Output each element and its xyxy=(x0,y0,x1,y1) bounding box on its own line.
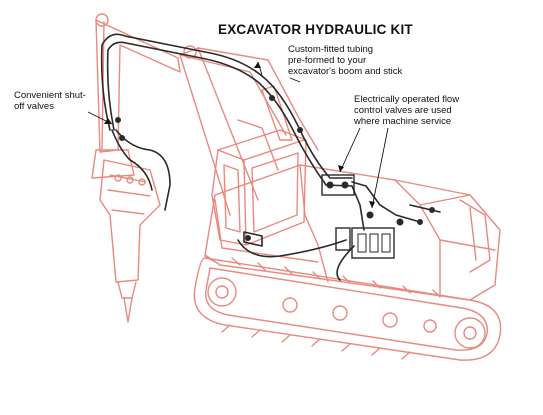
counterweight xyxy=(459,199,491,273)
callout-shutoff: Convenient shut- off valves xyxy=(14,90,86,112)
control-valve-bank xyxy=(115,95,435,259)
callout-valves-line-2: control valves are used xyxy=(354,105,452,116)
callout-arrowheads xyxy=(104,62,375,208)
operator-cab xyxy=(211,129,307,246)
hydraulic-hoses xyxy=(100,33,441,281)
callout-tubing-line-2: pre-formed to your xyxy=(288,55,367,66)
callout-leaders xyxy=(87,61,389,209)
callout-shutoff-line-1: Convenient shut- xyxy=(14,90,86,101)
upper-house xyxy=(204,164,501,301)
callout-tubing-line-1: Custom-fitted tubing xyxy=(288,44,374,55)
tubing-leader-b xyxy=(289,77,301,83)
callout-tubing: Custom-fitted tubing pre-formed to your … xyxy=(288,44,402,77)
valves-leader-a xyxy=(339,127,361,173)
boom xyxy=(179,45,319,216)
callout-valves: Electrically operated flow control valve… xyxy=(354,94,459,127)
callout-shutoff-line-2: off valves xyxy=(14,101,54,112)
callout-valves-line-3: where machine service xyxy=(354,116,452,127)
track-assembly xyxy=(193,255,502,361)
hydraulic-breaker xyxy=(99,159,161,323)
callout-valves-line-1: Electrically operated flow xyxy=(354,94,460,105)
diagram-title: EXCAVATOR HYDRAULIC KIT xyxy=(218,22,413,37)
callout-tubing-line-3: excavator's boom and stick xyxy=(288,66,403,77)
valves-leader-b xyxy=(371,127,389,209)
